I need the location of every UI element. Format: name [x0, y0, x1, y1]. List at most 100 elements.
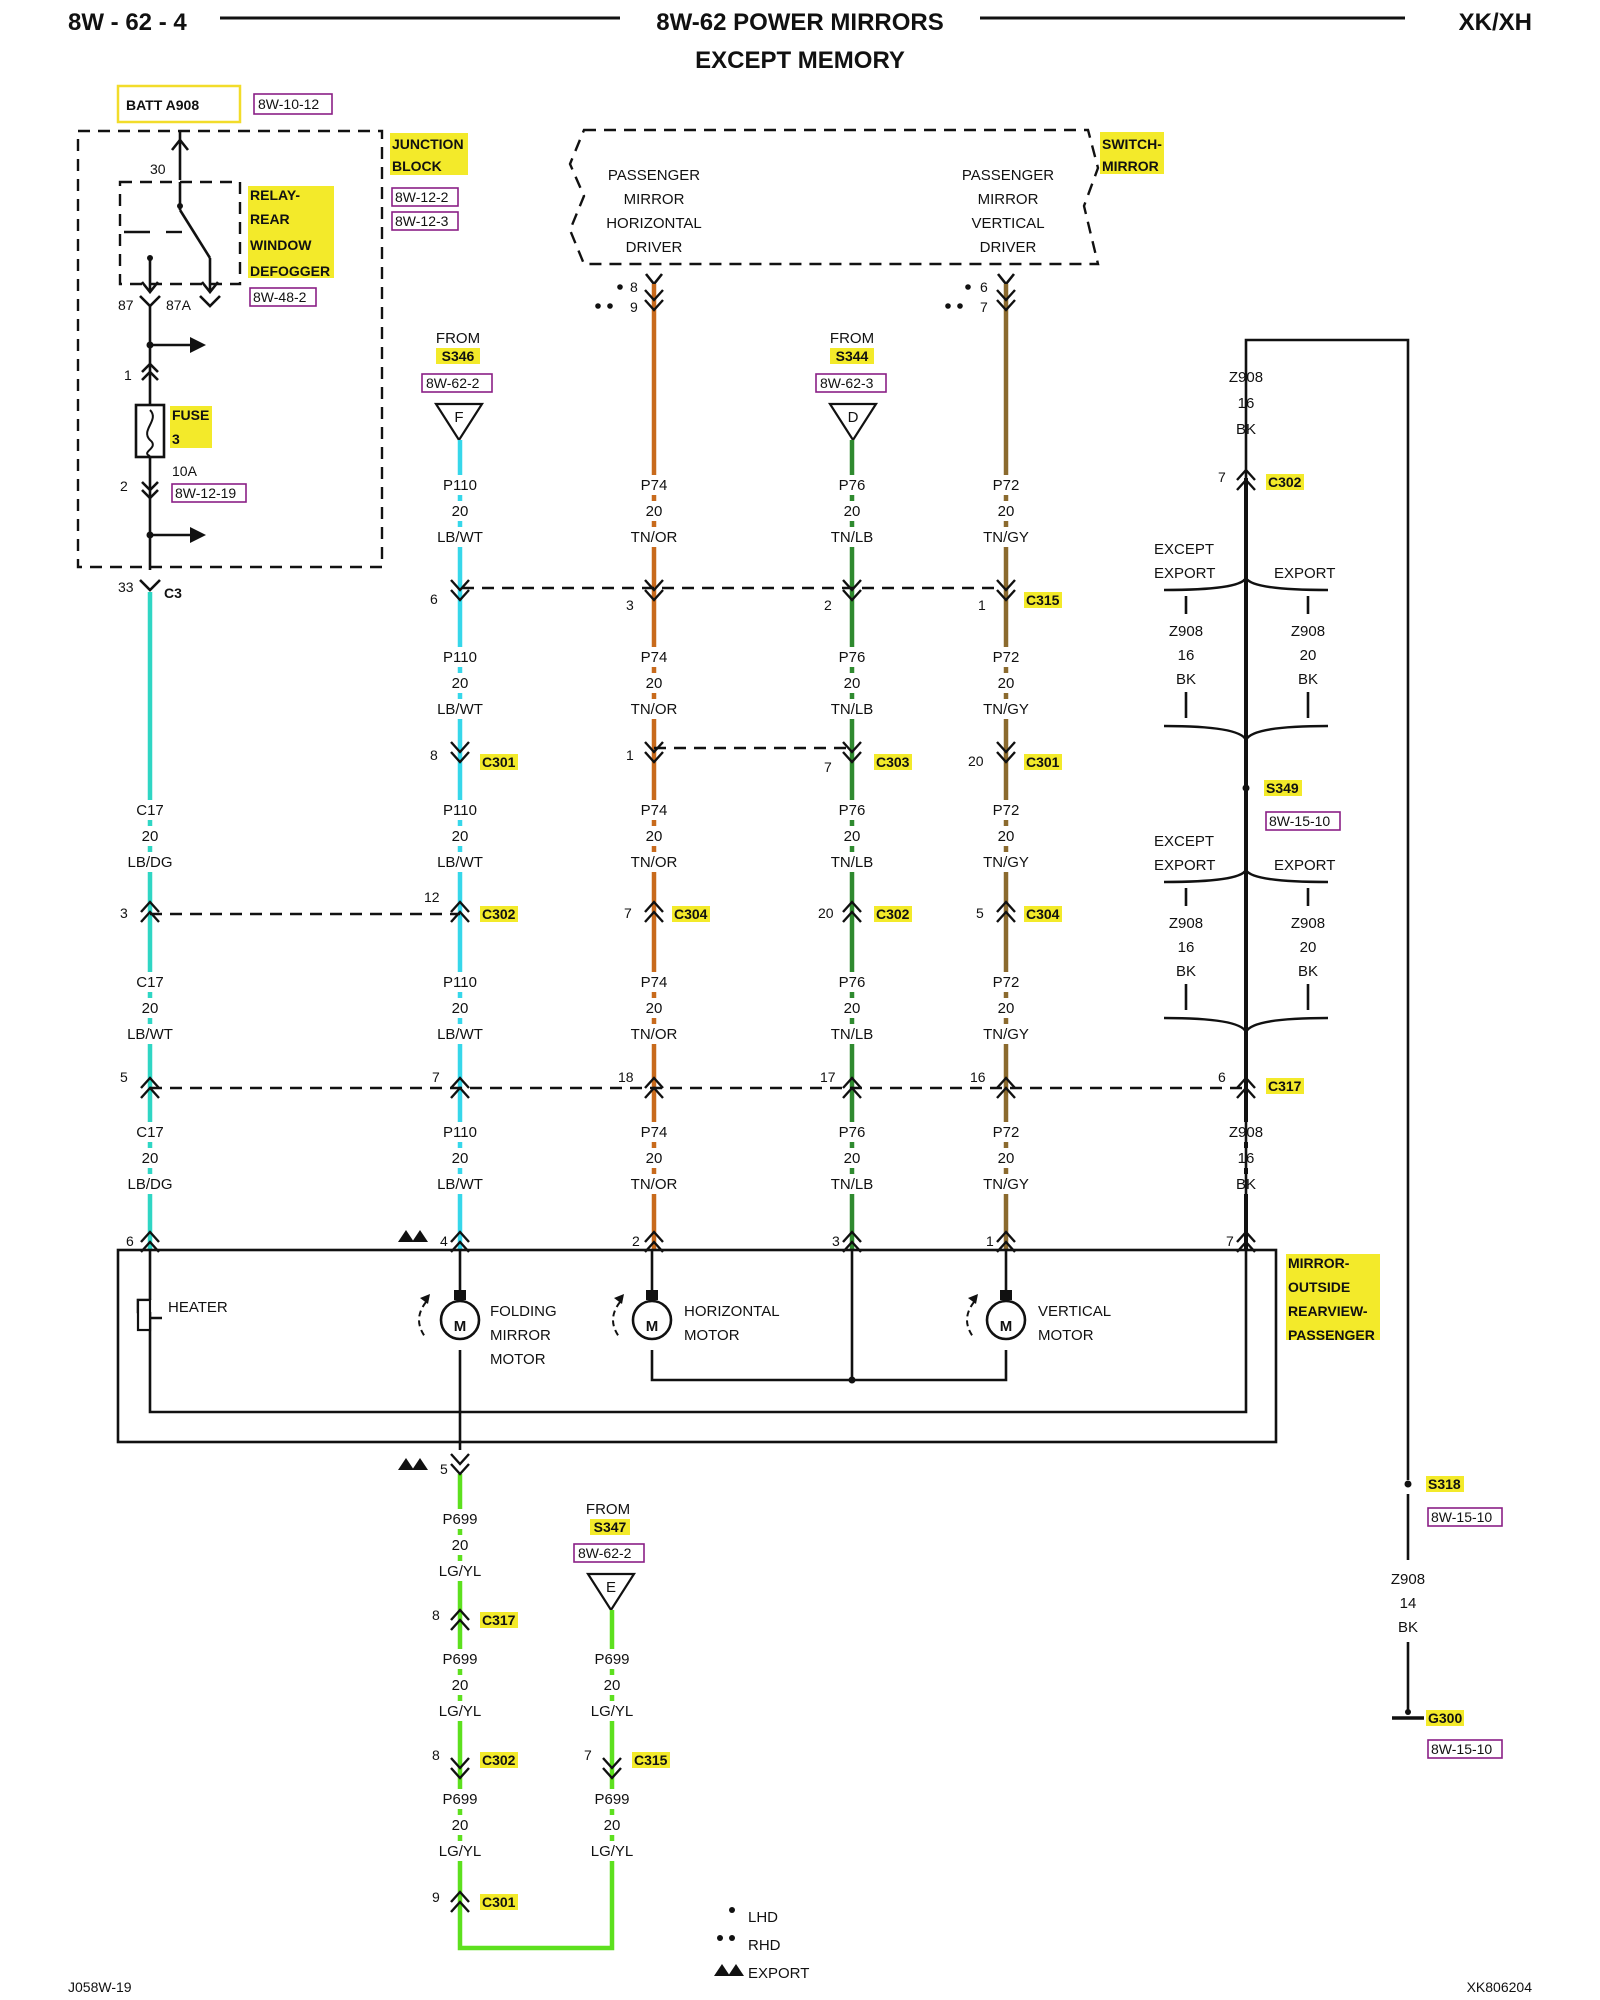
- c317-pin-0: 5: [120, 1069, 128, 1085]
- c317-tag-p699: C317: [482, 1612, 516, 1628]
- p110-sec0-gauge: 20: [452, 503, 469, 520]
- c315-terminal-0: [450, 579, 470, 602]
- label-bg: [822, 1174, 882, 1194]
- c315-pin-0: 6: [430, 591, 438, 607]
- gb1-except-2: EXPORT: [1154, 565, 1215, 582]
- horizontal-motor-m: M: [646, 1318, 659, 1335]
- pin-87a: 87A: [166, 297, 192, 313]
- c301-pin-3: 20: [968, 753, 984, 769]
- z908-bottom-code: Z908: [1229, 1124, 1263, 1141]
- p699-branch-b-color: LG/YL: [591, 1843, 634, 1860]
- p699-labels: P699 20 LG/YL 8 P699 20 LG/YL 8 P699 20 …: [432, 1511, 633, 1905]
- z908-ground-code: Z908: [1391, 1571, 1425, 1588]
- label-bg: [976, 800, 1036, 820]
- label-bg: [822, 800, 882, 820]
- switch-label-1: SWITCH-: [1102, 136, 1162, 152]
- gb2-except-2: EXPORT: [1154, 857, 1215, 874]
- label-bg: [976, 647, 1036, 667]
- label-bg: [430, 1535, 490, 1555]
- mirror-pin-4: 4: [440, 1233, 448, 1249]
- switch-right-1: PASSENGER: [962, 167, 1054, 184]
- switch-pin-8: 8: [630, 279, 638, 295]
- p699-c317-terminal: [450, 1608, 470, 1631]
- c17-b-color: LB/WT: [127, 1026, 173, 1043]
- c317-terminal-2: [644, 1076, 664, 1099]
- z908-top-color: BK: [1236, 421, 1256, 438]
- c3-label: C3: [164, 585, 182, 601]
- switch-pin-9: 9: [630, 299, 638, 315]
- c315-pin-3: 1: [978, 597, 986, 613]
- c302-tag-z908: C302: [1268, 474, 1302, 490]
- label-bg: [430, 475, 490, 495]
- c315-terminal-2: [842, 579, 862, 602]
- page-header: 8W - 62 - 4 8W-62 POWER MIRRORS XK/XH EX…: [68, 9, 1532, 74]
- mirror-pin-5: 5: [440, 1461, 448, 1477]
- p110-sec3-color: LB/WT: [437, 1026, 483, 1043]
- label-bg: [120, 1148, 180, 1168]
- p74-sec3-color: TN/OR: [631, 1026, 678, 1043]
- gb1-l-code: Z908: [1169, 623, 1203, 640]
- ground-block: Z908 16 BK 7 EXCEPT EXPORT EXPORT Z908 1…: [1154, 338, 1503, 1759]
- page-subtitle: EXCEPT MEMORY: [695, 47, 905, 74]
- c302-tag-p699: C302: [482, 1752, 516, 1768]
- p699-branch-a-code: P699: [594, 1651, 629, 1668]
- c317-pin-2: 18: [618, 1069, 634, 1085]
- c315-terminal-1: [644, 579, 664, 602]
- label-bg: [430, 1561, 490, 1581]
- label-bg: [822, 998, 882, 1018]
- label-bg: [120, 800, 180, 820]
- p76-sec4-gauge: 20: [844, 1150, 861, 1167]
- label-bg: [120, 972, 180, 992]
- gb1-r-color: BK: [1298, 671, 1318, 688]
- p110-sec3-code: P110: [443, 974, 477, 991]
- splice-s346: FROM S346 8W-62-2 F: [421, 330, 493, 443]
- label-bg: [976, 1148, 1036, 1168]
- label-bg: [624, 475, 684, 495]
- label-bg: [430, 1789, 490, 1809]
- label-bg: [976, 972, 1036, 992]
- mirror-terminal-3: [842, 1230, 862, 1253]
- label-bg: [976, 1024, 1036, 1044]
- mirror-terminal-4: [996, 1230, 1016, 1253]
- c17-c-code: C17: [136, 1124, 164, 1141]
- s318-ref: 8W-15-10: [1431, 1509, 1492, 1525]
- c17-b-code: C17: [136, 974, 164, 991]
- mirror-pin-7: 7: [1226, 1233, 1234, 1249]
- fuse-ref: 8W-12-19: [175, 485, 236, 501]
- c17-c-gauge: 20: [142, 1150, 159, 1167]
- label-bg: [430, 1122, 490, 1142]
- p72-sec1-code: P72: [993, 649, 1020, 666]
- vertical-label-1: VERTICAL: [1038, 1303, 1111, 1320]
- p699-branch-b-code: P699: [594, 1791, 629, 1808]
- c17-a-color: LB/DG: [127, 854, 172, 871]
- p74-sec3-gauge: 20: [646, 1000, 663, 1017]
- label-bg: [976, 527, 1036, 547]
- p699-c302-pin: 8: [432, 1747, 440, 1763]
- p699-c315-pin: 7: [584, 1747, 592, 1763]
- c301-tag-a: C301: [482, 754, 516, 770]
- mirror-label-2: OUTSIDE: [1288, 1279, 1350, 1295]
- p76-sec2-gauge: 20: [844, 828, 861, 845]
- switch-left-4: DRIVER: [626, 239, 683, 256]
- c17-a-gauge: 20: [142, 828, 159, 845]
- s346-from: FROM: [436, 330, 480, 347]
- label-bg: [582, 1815, 642, 1835]
- label-bg: [976, 1122, 1036, 1142]
- s344-ref: 8W-62-3: [820, 375, 874, 391]
- junction-block-label-2: BLOCK: [392, 158, 442, 174]
- label-bg: [822, 1122, 882, 1142]
- c302-terminal-2: [644, 900, 664, 923]
- label-bg: [624, 673, 684, 693]
- z908-ground-gauge: 14: [1400, 1595, 1417, 1612]
- footer-left-code: J058W-19: [68, 1979, 132, 1995]
- c302-pin-4: 5: [976, 905, 984, 921]
- z908-bottom-color: BK: [1236, 1176, 1256, 1193]
- label-bg: [624, 800, 684, 820]
- relay-label-4: DEFOGGER: [250, 263, 330, 279]
- label-bg: [430, 826, 490, 846]
- c301-terminal-2: [842, 741, 862, 764]
- p699-c315-terminal: [602, 1757, 622, 1780]
- c315-terminal-3: [996, 579, 1016, 602]
- label-bg: [624, 647, 684, 667]
- p110-sec2-code: P110: [443, 802, 477, 819]
